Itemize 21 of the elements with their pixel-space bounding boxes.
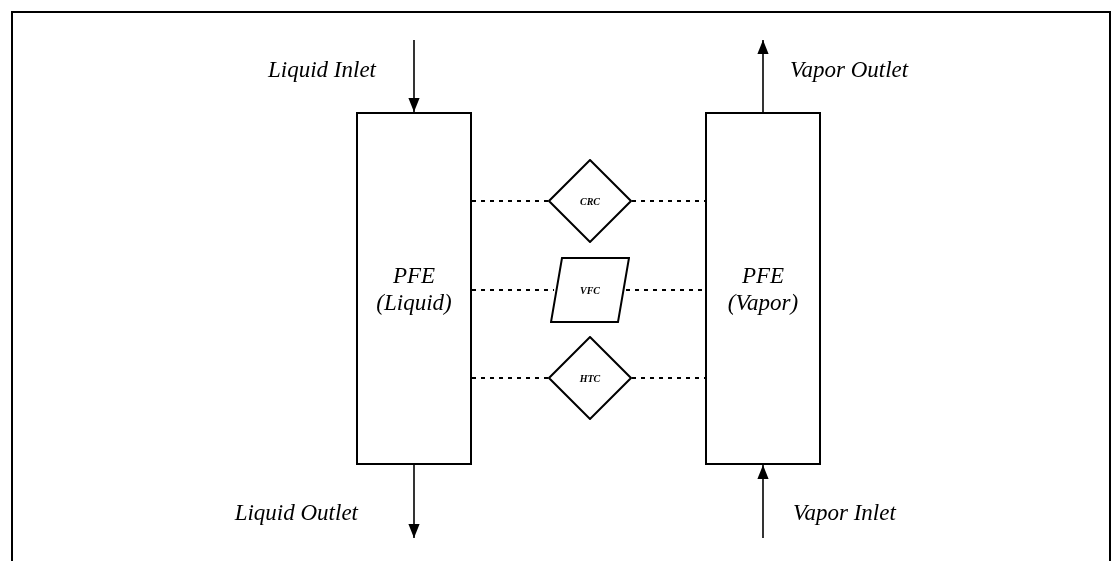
node-label: CRC [580,194,600,209]
flow-arrow [408,39,420,113]
node-label: VFC [580,283,600,298]
dotted-connector [471,289,555,291]
node-label: PFE (Liquid) [375,261,453,316]
dotted-connector [471,200,549,202]
node-label: PFE (Vapor) [726,261,800,316]
flow-arrow [757,464,769,539]
dotted-connector [471,377,549,379]
stream-label: Vapor Inlet [793,499,896,527]
process-column [705,112,821,465]
stream-label: Vapor Outlet [790,56,909,84]
flow-arrow [757,39,769,113]
process-column [356,112,472,465]
flow-arrow [408,464,420,539]
diamond-node [548,159,632,243]
node-label: HTC [579,371,601,386]
stream-label: Liquid Outlet [234,499,358,527]
diamond-node [548,336,632,420]
stream-label: Liquid Inlet [268,56,376,84]
parallelogram-node [550,257,630,323]
